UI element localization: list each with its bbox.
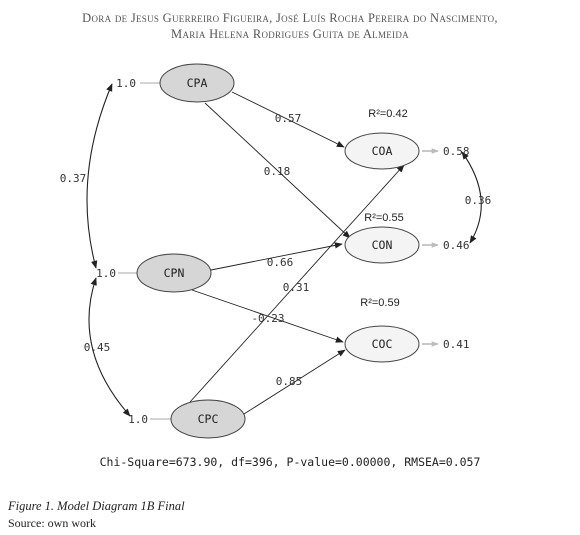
path-cpc-coa: [189, 164, 405, 403]
node-label-cpa: CPA: [187, 76, 208, 90]
figure-caption: Figure 1. Model Diagram 1B Final: [8, 499, 185, 513]
node-cpc: [170, 399, 246, 439]
node-cpa: [159, 63, 235, 103]
node-cpn: [136, 253, 212, 293]
node-label-coc: COC: [372, 337, 393, 351]
path-cpc-coc: [243, 349, 346, 415]
path-label-cpn-con: 0.66: [267, 256, 294, 269]
variance-label-cpn: 1.0: [96, 267, 116, 280]
path-label-cpc-coa: 0.31: [283, 281, 310, 294]
covariance-arc-coa-con: [461, 151, 482, 244]
node-label-con: CON: [372, 238, 393, 252]
node-coa: [344, 132, 420, 170]
node-con: [344, 226, 420, 264]
r2-label-coa: R²=0.42: [368, 108, 407, 120]
variance-label-cpc: 1.0: [128, 413, 148, 426]
covariance-label-cpa-cpn: 0.37: [60, 172, 87, 185]
author-line-1: Dora de Jesus Guerreiro Figueira, José L…: [82, 11, 498, 25]
path-label-cpn-coc: -0.23: [251, 312, 284, 325]
r2-label-coc: R²=0.59: [360, 297, 399, 309]
node-label-cpc: CPC: [198, 412, 219, 426]
node-label-coa: COA: [372, 144, 393, 158]
path-cpa-coa: [231, 91, 345, 148]
covariance-label-coa-con: 0.36: [465, 194, 492, 207]
node-label-cpn: CPN: [164, 266, 185, 280]
error-label-coa: 0.58: [443, 145, 470, 158]
variance-label-cpa: 1.0: [116, 77, 136, 90]
fit-statistics: Chi-Square=673.90, df=396, P-value=0.000…: [99, 455, 481, 469]
path-label-cpc-coc: 0.85: [276, 375, 303, 388]
covariance-arc-cpa-cpn: [86, 83, 113, 269]
covariance-label-cpn-cpc: 0.45: [84, 341, 111, 354]
author-header: Dora de Jesus Guerreiro Figueira, José L…: [0, 10, 580, 42]
path-cpa-con: [204, 102, 351, 239]
node-coc: [344, 325, 420, 363]
figure-source: Source: own work: [8, 516, 96, 530]
error-label-coc: 0.41: [443, 338, 470, 351]
path-label-cpa-coa: 0.57: [275, 112, 302, 125]
r2-label-con: R²=0.55: [364, 212, 403, 224]
error-label-con: 0.46: [443, 239, 470, 252]
path-label-cpa-con: 0.18: [264, 165, 291, 178]
covariance-arc-cpn-cpc: [88, 277, 131, 417]
author-line-2: Maria Helena Rodrigues Guita de Almeida: [171, 27, 409, 41]
path-cpn-con: [210, 242, 343, 271]
